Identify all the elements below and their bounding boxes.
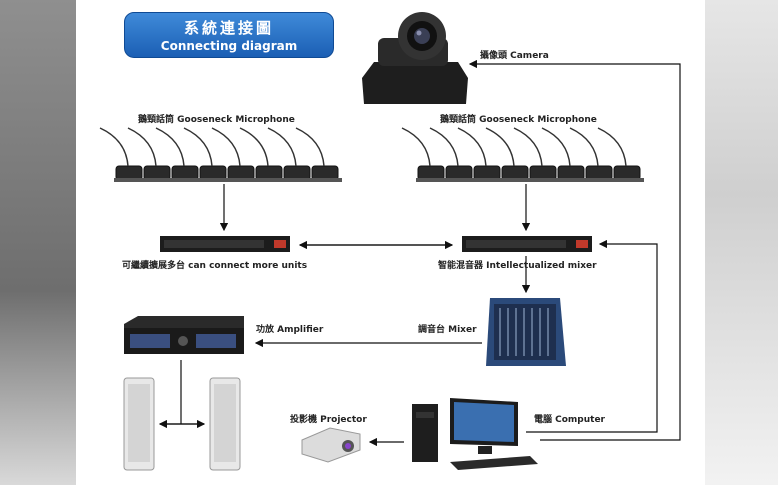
right-border bbox=[705, 0, 778, 485]
speaker-left bbox=[123, 377, 155, 471]
gooseneck-mics-right bbox=[401, 127, 641, 181]
projector-label: 投影機 Projector bbox=[290, 415, 367, 425]
projector-device bbox=[301, 427, 361, 463]
computer-label: 電腦 Computer bbox=[534, 415, 605, 425]
speaker-right bbox=[209, 377, 241, 471]
gooseneck-mics-left bbox=[99, 127, 339, 181]
mic-rail-left bbox=[114, 178, 342, 182]
diagram-title-badge: 系統連接圖 Connecting diagram bbox=[124, 12, 334, 58]
camera-label: 攝像頭 Camera bbox=[480, 51, 549, 61]
connection-lines bbox=[158, 59, 681, 447]
amplifier-label: 功放 Amplifier bbox=[256, 325, 324, 335]
title-english: Connecting diagram bbox=[160, 39, 298, 53]
computer-device bbox=[412, 398, 538, 470]
mic-right-label: 鵝頸話筒 Gooseneck Microphone bbox=[440, 115, 597, 125]
more-units-label: 可繼續擴展多台 can connect more units bbox=[122, 261, 308, 271]
mic-left-label: 鵝頸話筒 Gooseneck Microphone bbox=[138, 115, 295, 125]
rack-unit-left bbox=[160, 236, 290, 252]
left-border bbox=[0, 0, 76, 485]
mixer-console bbox=[486, 298, 566, 366]
mic-rail-right bbox=[416, 178, 644, 182]
intellectual-mixer-label: 智能混音器 Intellectualized mixer bbox=[438, 261, 597, 271]
amplifier-device bbox=[124, 316, 244, 354]
rack-unit-right bbox=[462, 236, 592, 252]
camera-device bbox=[362, 12, 468, 104]
title-chinese: 系統連接圖 bbox=[183, 19, 274, 37]
mixer-label: 調音台 Mixer bbox=[418, 325, 477, 335]
